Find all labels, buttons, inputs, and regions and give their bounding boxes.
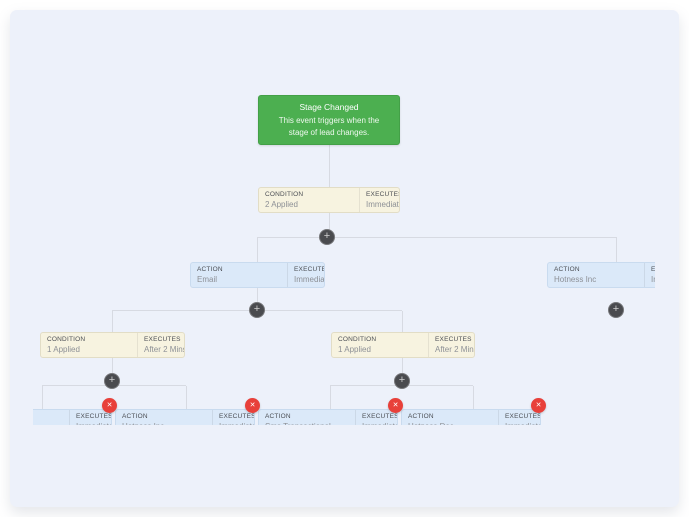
field-value: 1 Applied — [47, 345, 80, 354]
remove-node-button[interactable]: ✕ — [245, 398, 260, 413]
field-label: EXECUTES — [294, 266, 324, 273]
field-label: EXECUTES — [76, 413, 111, 420]
field-value: Hotness Inc — [554, 275, 597, 284]
action-node-hotness-inc-top[interactable]: ACTION Hotness Inc EXECUTES Immediate — [547, 262, 655, 288]
field-value: Immediate — [294, 275, 324, 284]
field-value: Sms Transactional — [265, 422, 355, 425]
connector-line — [330, 386, 331, 409]
connector-line — [402, 311, 403, 332]
field-value: 1 Applied — [338, 345, 371, 354]
condition-node-right[interactable]: CONDITION 1 Applied EXECUTES After 2 Min… — [331, 332, 475, 358]
field-label: EXECUTES — [219, 413, 254, 420]
field-label: ACTION — [122, 413, 148, 420]
field-value: Immediate — [505, 422, 540, 425]
connector-line — [329, 145, 330, 187]
field-value: After 2 Mins — [435, 345, 474, 354]
field-label: ACTION — [265, 413, 291, 420]
connector-line — [473, 386, 474, 409]
remove-node-button[interactable]: ✕ — [388, 398, 403, 413]
field-value: 2 Applied — [265, 200, 298, 209]
field-value: After 2 Mins — [144, 345, 184, 354]
trigger-description: This event triggers when the stage of le… — [278, 115, 380, 137]
condition-node-top[interactable]: CONDITION 2 Applied EXECUTES Immediate — [258, 187, 400, 213]
connector-line — [112, 311, 113, 332]
remove-node-button[interactable]: ✕ — [102, 398, 117, 413]
connector-line — [112, 357, 113, 386]
field-label: EXECUTES — [366, 191, 399, 198]
flowchart-canvas: Stage Changed This event triggers when t… — [33, 20, 655, 425]
action-node-email[interactable]: ACTION Email EXECUTES Immediate — [190, 262, 325, 288]
connector-line — [329, 212, 330, 238]
add-node-button[interactable]: + — [319, 229, 335, 245]
field-value: Immediate — [651, 275, 655, 284]
field-label: EXECUTES — [651, 266, 655, 273]
connector-line — [42, 386, 43, 409]
flowchart-viewport[interactable]: Stage Changed This event triggers when t… — [33, 20, 655, 425]
field-label: CONDITION — [338, 336, 377, 343]
field-value: Immediate — [366, 200, 399, 209]
field-label: EXECUTES — [505, 413, 540, 420]
connector-line — [402, 357, 403, 386]
field-label: ACTION — [554, 266, 580, 273]
remove-node-button[interactable]: ✕ — [531, 398, 546, 413]
field-label: EXECUTES — [435, 336, 472, 343]
connector-line — [257, 238, 258, 262]
add-node-button[interactable]: + — [249, 302, 265, 318]
action-node-hotness-dec[interactable]: ACTION Hotness Dec EXECUTES Immediate — [401, 409, 541, 425]
field-value: Immediate — [76, 422, 111, 425]
field-label: CONDITION — [47, 336, 86, 343]
field-value: Hotness Dec — [408, 422, 498, 425]
add-node-button[interactable]: + — [104, 373, 120, 389]
field-value: Hotness Inc — [122, 422, 212, 425]
flow-builder-card: Stage Changed This event triggers when t… — [10, 10, 679, 507]
add-node-button[interactable]: + — [394, 373, 410, 389]
field-value: Email — [197, 275, 218, 284]
field-value: Immediate — [362, 422, 397, 425]
action-node-sms[interactable]: ACTION Sms Transactional EXECUTES Immedi… — [258, 409, 398, 425]
field-label: EXECUTES — [144, 336, 181, 343]
connector-line — [257, 287, 258, 310]
field-label: CONDITION — [265, 191, 304, 198]
connector-line — [186, 386, 187, 409]
action-node-clipped[interactable]: EXECUTES Immediate — [33, 409, 112, 425]
field-value: Immediate — [219, 422, 254, 425]
field-label: ACTION — [408, 413, 434, 420]
connector-line — [257, 237, 617, 238]
add-node-button[interactable]: + — [608, 302, 624, 318]
trigger-node[interactable]: Stage Changed This event triggers when t… — [258, 95, 400, 145]
trigger-title: Stage Changed — [299, 101, 359, 112]
field-label: ACTION — [197, 266, 223, 273]
field-label: EXECUTES — [362, 413, 397, 420]
action-node-hotness-inc-bottom[interactable]: ACTION Hotness Inc EXECUTES Immediate — [115, 409, 255, 425]
condition-node-left[interactable]: CONDITION 1 Applied EXECUTES After 2 Min… — [40, 332, 185, 358]
connector-line — [616, 238, 617, 262]
